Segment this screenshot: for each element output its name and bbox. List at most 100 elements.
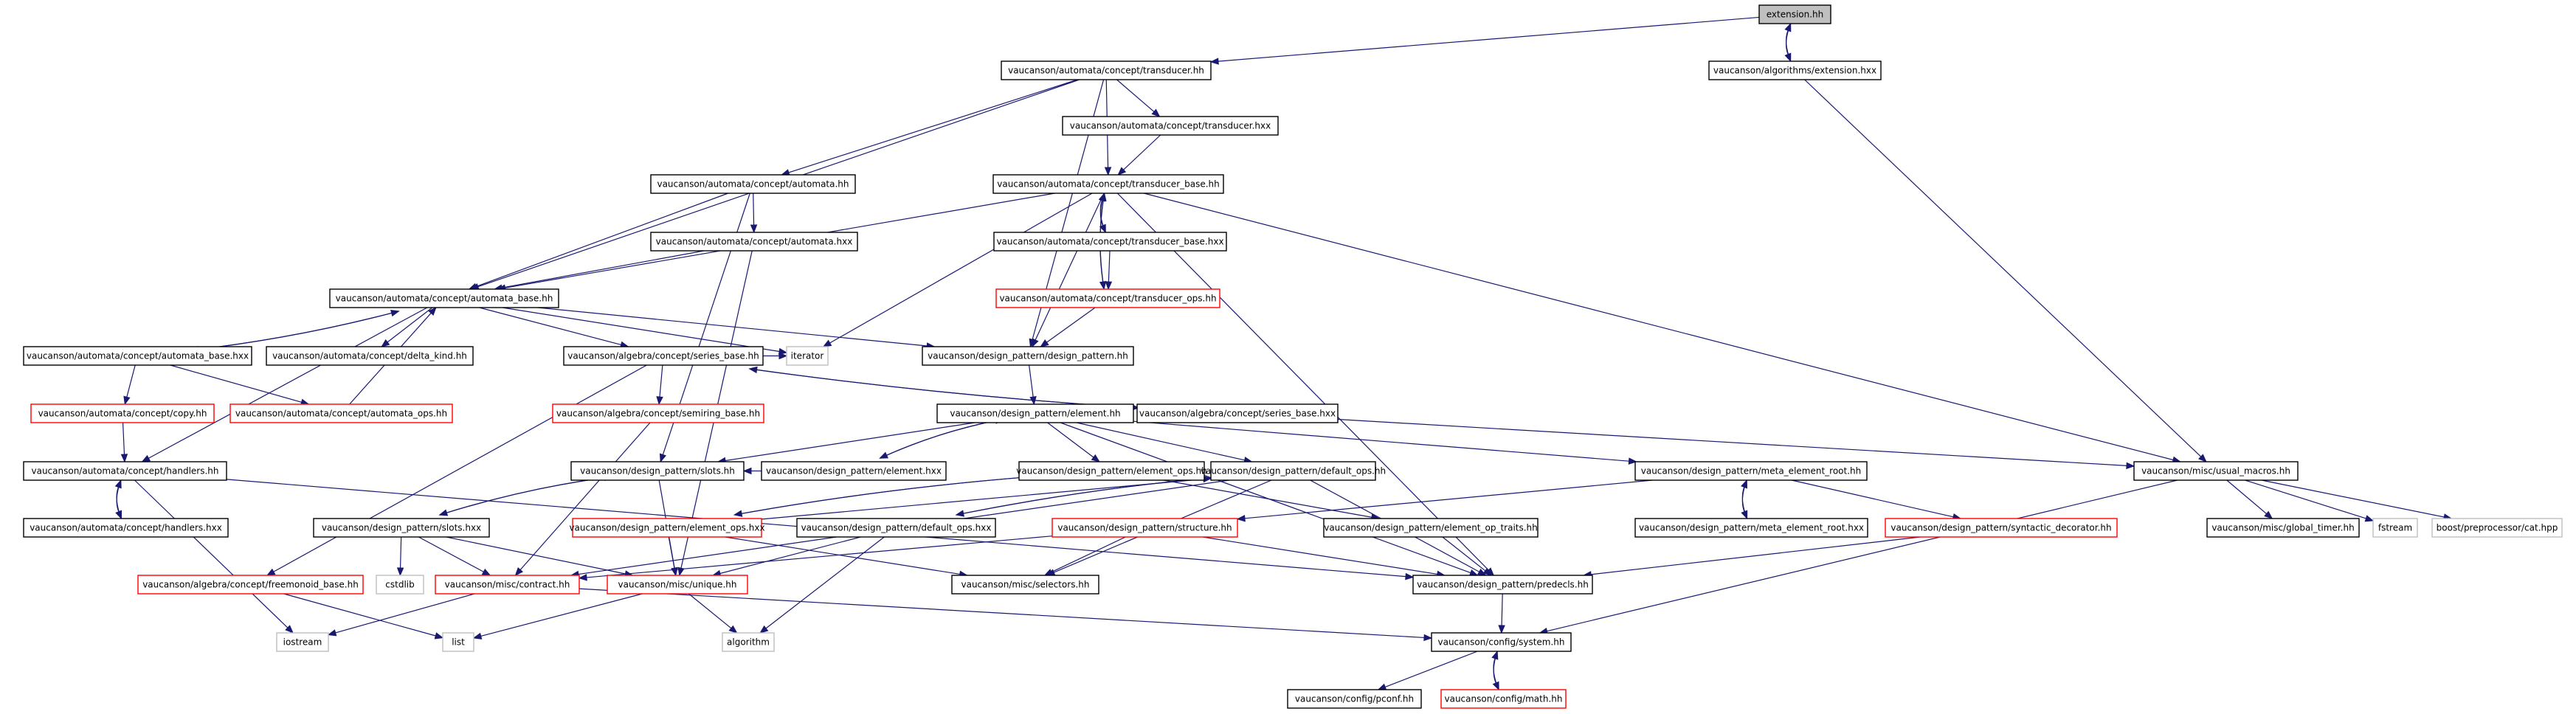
edge-arrowhead [1117, 167, 1127, 176]
node-vaucanson-config-system-hh[interactable]: vaucanson/config/system.hh [1431, 632, 1572, 652]
edge-line [725, 422, 976, 462]
node-vaucanson-design-pattern-default-ops-hxx[interactable]: vaucanson/design_pattern/default_ops.hxx [796, 518, 996, 538]
node-vaucanson-algorithms-extension-hxx[interactable]: vaucanson/algorithms/extension.hxx [1708, 60, 1882, 80]
node-box [313, 518, 490, 538]
edge-line [126, 364, 136, 398]
node-vaucanson-misc-selectors-hh[interactable]: vaucanson/misc/selectors.hh [951, 575, 1099, 595]
node-vaucanson-design-pattern-design-pattern-hh[interactable]: vaucanson/design_pattern/design_pattern.… [922, 346, 1134, 366]
node-box [1885, 518, 2118, 538]
node-vaucanson-design-pattern-structure-hh[interactable]: vaucanson/design_pattern/structure.hh [1052, 518, 1238, 538]
edge-line [725, 536, 960, 575]
node-list[interactable]: list [442, 632, 474, 652]
edge-n15-to-n20 [120, 422, 128, 463]
edge-arrowhead [778, 347, 788, 356]
node-vaucanson-algebra-concept-semiring-base-hh[interactable]: vaucanson/algebra/concept/semiring_base.… [552, 403, 764, 423]
node-vaucanson-automata-concept-transducer-hh[interactable]: vaucanson/automata/concept/transducer.hh [1001, 60, 1212, 80]
node-fstream[interactable]: fstream [2372, 518, 2418, 538]
edge-line [1099, 200, 1106, 233]
edge-arrowhead [381, 339, 390, 347]
node-vaucanson-design-pattern-slots-hh[interactable]: vaucanson/design_pattern/slots.hh [570, 461, 745, 481]
edge-line [446, 536, 626, 575]
node-label: vaucanson/algebra/concept/freemonoid_bas… [142, 580, 359, 590]
node-vaucanson-design-pattern-meta-element-root-hh[interactable]: vaucanson/design_pattern/meta_element_ro… [1634, 461, 1868, 481]
node-vaucanson-automata-concept-transducer-base-hh[interactable]: vaucanson/automata/concept/transducer_ba… [992, 174, 1224, 194]
node-vaucanson-algebra-concept-series-base-hxx[interactable]: vaucanson/algebra/concept/series_base.hx… [1136, 403, 1339, 423]
node-boost-preprocessor-cat-hpp[interactable]: boost/preprocessor/cat.hpp [2431, 518, 2563, 538]
edge-line [756, 369, 1139, 409]
edge-arrowhead [472, 632, 483, 640]
edge-line [2226, 479, 2267, 514]
node-vaucanson-design-pattern-slots-hxx[interactable]: vaucanson/design_pattern/slots.hxx [313, 518, 490, 538]
node-box [607, 575, 748, 595]
edge-line [2261, 479, 2445, 518]
node-vaucanson-design-pattern-predecls-hh[interactable]: vaucanson/design_pattern/predecls.hh [1412, 575, 1593, 595]
node-label: vaucanson/automata/concept/automata.hxx [656, 237, 853, 247]
node-iostream[interactable]: iostream [276, 632, 329, 652]
node-algorithm[interactable]: algorithm [722, 632, 775, 652]
node-box [229, 403, 453, 423]
node-vaucanson-automata-concept-transducer-base-hxx[interactable]: vaucanson/automata/concept/transducer_ba… [993, 232, 1227, 252]
node-vaucanson-design-pattern-meta-element-root-hxx[interactable]: vaucanson/design_pattern/meta_element_ro… [1634, 518, 1868, 538]
node-vaucanson-misc-contract-hh[interactable]: vaucanson/misc/contract.hh [435, 575, 580, 595]
edge-n32-to-n43 [1442, 536, 1492, 576]
edge-arrowhead [748, 366, 758, 374]
node-vaucanson-automata-concept-transducer-hxx[interactable]: vaucanson/automata/concept/transducer.hx… [1062, 116, 1279, 136]
node-vaucanson-automata-concept-handlers-hxx[interactable]: vaucanson/automata/concept/handlers.hxx [23, 518, 229, 538]
node-vaucanson-automata-concept-copy-hh[interactable]: vaucanson/automata/concept/copy.hh [30, 403, 215, 423]
node-vaucanson-misc-usual-macros-hh[interactable]: vaucanson/misc/usual_macros.hh [2133, 461, 2299, 481]
edge-n24-to-n30 [955, 476, 1224, 517]
node-vaucanson-design-pattern-default-ops-hh[interactable]: vaucanson/design_pattern/default_ops.hh [1201, 461, 1386, 481]
edge-line [963, 476, 1224, 514]
node-label: vaucanson/config/pconf.hh [1295, 694, 1414, 704]
edge-arrowhead [728, 625, 738, 634]
edge-n6-to-n8 [1105, 250, 1113, 291]
node-label: vaucanson/automata/concept/transducer_ba… [996, 237, 1223, 247]
node-iterator[interactable]: iterator [786, 346, 829, 366]
node-cstdlib[interactable]: cstdlib [376, 575, 424, 595]
node-vaucanson-algebra-concept-series-base-hh[interactable]: vaucanson/algebra/concept/series_base.hh [563, 346, 764, 366]
node-vaucanson-design-pattern-element-ops-hh[interactable]: vaucanson/design_pattern/element_ops.hh [1016, 461, 1207, 481]
node-vaucanson-misc-global-timer-hh[interactable]: vaucanson/misc/global_timer.hh [2206, 518, 2360, 538]
edge-line [1785, 30, 1792, 62]
edge-arrowhead [1091, 454, 1100, 462]
node-vaucanson-automata-concept-automata-ops-hh[interactable]: vaucanson/automata/concept/automata_ops.… [229, 403, 453, 423]
edge-line [719, 536, 861, 575]
edge-n26-to-n35 [2226, 479, 2273, 519]
node-label: vaucanson/misc/usual_macros.hh [2141, 466, 2290, 476]
node-vaucanson-automata-concept-automata-base-hxx[interactable]: vaucanson/automata/concept/automata_base… [23, 346, 252, 366]
edge-arrowhead [1236, 515, 1246, 522]
node-vaucanson-automata-concept-automata-hxx[interactable]: vaucanson/automata/concept/automata.hxx [650, 232, 858, 252]
edge-line [1203, 536, 1437, 575]
edge-arrowhead [514, 566, 524, 577]
edge-arrowhead [1104, 167, 1112, 176]
edge-n34-to-n43 [1582, 536, 1921, 578]
node-vaucanson-algebra-concept-freemonoid-base-hh[interactable]: vaucanson/algebra/concept/freemonoid_bas… [137, 575, 364, 595]
node-box [1758, 4, 1831, 24]
node-vaucanson-automata-concept-automata-hh[interactable]: vaucanson/automata/concept/automata.hh [650, 174, 856, 194]
node-vaucanson-config-math-hh[interactable]: vaucanson/config/math.hh [1440, 689, 1567, 709]
node-label: vaucanson/design_pattern/default_ops.hxx [801, 523, 992, 533]
node-label: vaucanson/automata/concept/handlers.hh [31, 466, 218, 476]
node-vaucanson-automata-concept-transducer-ops-hh[interactable]: vaucanson/automata/concept/transducer_op… [995, 288, 1220, 308]
edge-arrowhead [659, 453, 666, 463]
node-vaucanson-automata-concept-delta-kind-hh[interactable]: vaucanson/automata/concept/delta_kind.hh [266, 346, 474, 366]
edge-n29-to-n42 [725, 536, 969, 578]
edge-line [579, 588, 1425, 639]
node-vaucanson-config-pconf-hh[interactable]: vaucanson/config/pconf.hh [1287, 689, 1422, 709]
edge-arrowhead [1468, 569, 1479, 576]
node-vaucanson-design-pattern-element-ops-hxx[interactable]: vaucanson/design_pattern/element_ops.hxx [569, 518, 765, 538]
edge-line [1123, 134, 1161, 170]
node-vaucanson-automata-concept-handlers-hh[interactable]: vaucanson/automata/concept/handlers.hh [23, 461, 227, 481]
node-vaucanson-design-pattern-element-op-traits-hh[interactable]: vaucanson/design_pattern/element_op_trai… [1323, 518, 1539, 538]
node-vaucanson-design-pattern-element-hxx[interactable]: vaucanson/design_pattern/element.hxx [761, 461, 947, 481]
node-box [1018, 461, 1205, 481]
node-label: vaucanson/design_pattern/meta_element_ro… [1641, 466, 1862, 476]
node-vaucanson-design-pattern-syntactic-decorator-hh[interactable]: vaucanson/design_pattern/syntactic_decor… [1885, 518, 2118, 538]
node-vaucanson-automata-concept-automata-base-hh[interactable]: vaucanson/automata/concept/automata_base… [329, 288, 559, 308]
node-label: vaucanson/config/system.hh [1437, 637, 1564, 648]
edge-line [134, 479, 289, 628]
edge-n40-to-n47 [579, 588, 1433, 642]
node-vaucanson-misc-unique-hh[interactable]: vaucanson/misc/unique.hh [607, 575, 748, 595]
edge-line [1116, 79, 1155, 112]
node-vaucanson-design-pattern-element-hh[interactable]: vaucanson/design_pattern/element.hh [936, 403, 1134, 423]
